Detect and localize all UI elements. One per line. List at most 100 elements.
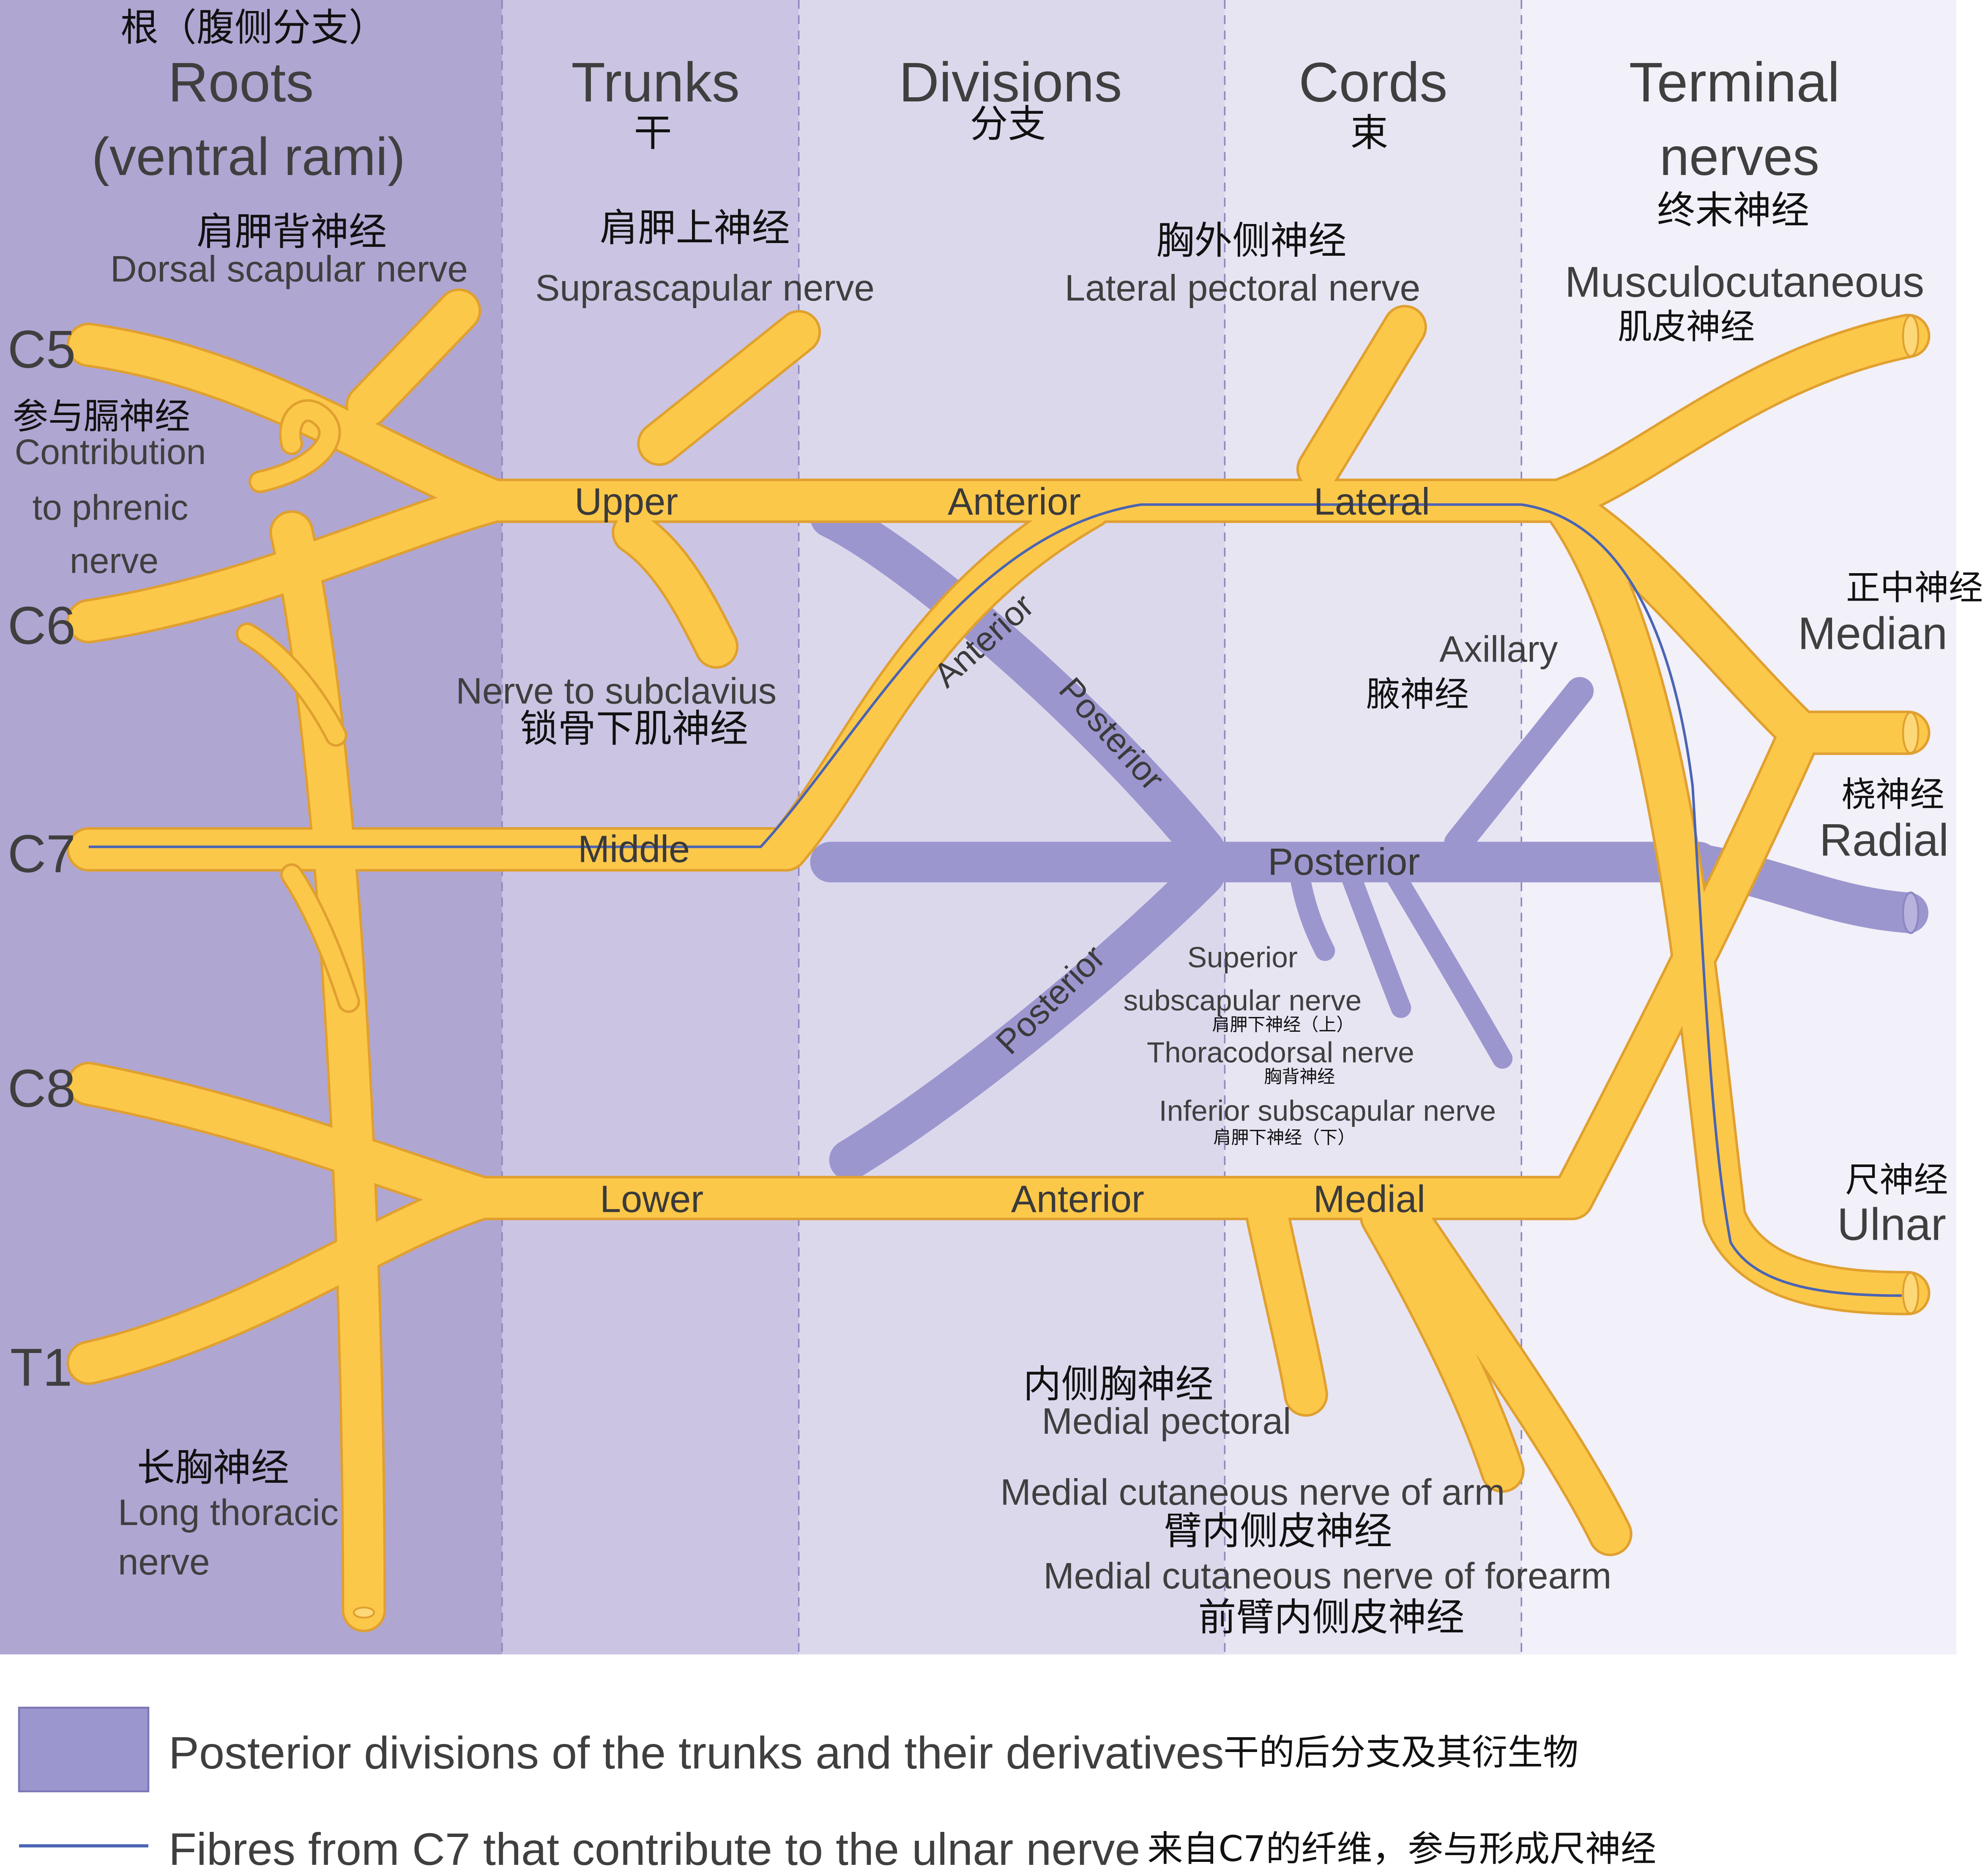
superior-subscap-zh: 肩胛下神经（上） [1212,1014,1354,1035]
nerve-end-cap [1902,711,1920,754]
axillary-zh: 腋神经 [1366,675,1469,715]
root-labels: C5 C6 C7 C8 T1 [8,320,76,1397]
suprascapular-en: Suprascapular nerve [535,268,875,309]
superior-subscap-en-2: subscapular nerve [1124,984,1362,1017]
root-c5: C5 [8,320,76,379]
lateral-pectoral-zh: 胸外侧神经 [1156,219,1346,263]
medial-pectoral-zh: 内侧胸神经 [1023,1362,1214,1406]
suprascapular-zh: 肩胛上神经 [600,206,790,250]
med-cut-forearm-en: Medial cutaneous nerve of forearm [1043,1555,1611,1596]
inferior-subscap-en: Inferior subscapular nerve [1159,1094,1496,1127]
ulnar-en: Ulnar [1837,1198,1946,1249]
cords-header-zh: 束 [1350,111,1388,155]
legend-posterior-en: Posterior divisions of the trunks and th… [169,1727,1224,1778]
cords-header: Cords [1299,51,1447,113]
medial-cutaneous-forearm [1387,1197,1630,1554]
trunks-header: Trunks [571,51,739,113]
c8-root [69,1064,502,1218]
lower-posterior-division [829,854,1225,1181]
nerve-ends [353,314,1920,1619]
root-c7: C7 [8,824,76,884]
branch-labels: 肩胛背神经 Dorsal scapular nerve 肩胛上神经 Supras… [13,206,1611,1640]
divisions-band [798,0,1225,1655]
medial-pectoral-en: Medial pectoral [1042,1401,1291,1442]
musculocutaneous-zh: 肌皮神经 [1618,307,1755,347]
c6-long-thoracic-twig [238,625,345,744]
radial-en: Radial [1819,815,1949,866]
terminal-header: Terminal [1629,51,1840,113]
c7-long-thoracic-twig [282,866,358,1011]
inferior-subscap-zh: 肩胛下神经（下） [1213,1127,1355,1148]
phrenic-en-1: Contribution [15,432,206,472]
lateral-pectoral-en: Lateral pectoral nerve [1065,268,1420,309]
t1-root [69,1178,502,1383]
legend-fibre-en: Fibres from C7 that contribute to the ul… [169,1823,1140,1875]
cord-medial-label: Medial [1313,1178,1425,1220]
legend-posterior-swatch [18,1706,150,1793]
superior-subscapular-nerve [1289,864,1335,961]
inferior-subscapular-nerve [1384,864,1513,1069]
thoracodorsal-nerve [1340,864,1411,1018]
axillary-en: Axillary [1439,629,1558,670]
long-thoracic-nerve [272,513,384,1630]
thoracodorsal-en: Thoracodorsal nerve [1147,1036,1414,1069]
musculocutaneous-en: Musculocutaneous [1565,258,1924,306]
long-thoracic-en-2: nerve [118,1542,210,1583]
divisions-header-zh: 分支 [970,102,1046,146]
trunk-middle-label: Middle [578,828,690,871]
c7-fibre-line [88,503,1902,1297]
trunks-header-zh: 干 [634,111,672,155]
cord-posterior-label: Posterior [1268,841,1420,883]
ulnar-zh: 尺神经 [1846,1160,1948,1200]
roots-header-sub: (ventral rami) [92,127,405,186]
median-zh: 正中神经 [1846,569,1983,608]
dorsal-scapular-nerve [348,291,479,426]
terminal-header-zh: 终末神经 [1657,188,1809,232]
posterior-nerves [810,497,1929,1181]
thoracodorsal-zh: 胸背神经 [1264,1066,1335,1087]
median-en: Median [1798,608,1947,659]
roots-header-zh: 根（腹侧分支） [120,5,387,50]
dorsal-scapular-zh: 肩胛背神经 [197,210,387,254]
med-cut-arm-en: Medial cutaneous nerve of arm [1000,1472,1505,1513]
divisions-header: Divisions [899,51,1122,113]
subclavius-zh: 锁骨下肌神经 [520,707,748,751]
medial-cutaneous-arm [1362,1197,1522,1490]
column-headers: 根（腹侧分支） Roots (ventral rami) Trunks 干 Di… [92,5,1840,232]
radial-zh: 桡神经 [1842,775,1944,815]
long-thoracic-zh: 长胸神经 [137,1446,289,1490]
roots-header: Roots [168,51,314,113]
nerve-end-cap [353,1606,375,1619]
division-lower-anterior: Anterior [1011,1178,1144,1220]
legend-fibre-zh: 来自C7的纤维，参与形成尺神经 [1147,1828,1656,1870]
cord-lateral-label: Lateral [1314,481,1430,523]
phrenic-en-3: nerve [70,541,159,581]
upper-posterior-division [810,497,1225,870]
terminal-labels: Musculocutaneous 肌皮神经 正中神经 Median 桡神经 Ra… [1565,258,1983,1249]
dorsal-scapular-en: Dorsal scapular nerve [110,249,468,290]
root-t1: T1 [10,1337,72,1397]
phrenic-contribution [251,402,339,491]
suprascapular-nerve [640,312,819,464]
nerve-to-subclavius [614,513,736,667]
axillary-nerve [1444,677,1594,857]
trunk-lower-label: Lower [600,1178,703,1220]
ulnar-nerve [1546,487,1928,1313]
nerve-end-cap [1902,1272,1920,1315]
terminal-header-sub: nerves [1660,127,1819,186]
nerve-end-cap [1902,314,1920,358]
root-c6: C6 [8,596,76,656]
trunk-upper-label: Upper [574,481,678,523]
superior-subscap-en-1: Superior [1187,941,1298,973]
subclavius-en: Nerve to subclavius [456,671,777,712]
root-c8: C8 [8,1058,76,1118]
division-upper-anterior: Anterior [948,481,1081,523]
nerve-end-cap [1902,891,1920,934]
med-cut-arm-zh: 臂内侧皮神经 [1164,1509,1392,1553]
musculocutaneous-nerve [1540,316,1928,521]
legend: Posterior divisions of the trunks and th… [18,1706,1656,1875]
phrenic-zh: 参与膈神经 [13,396,190,437]
phrenic-en-2: to phrenic [33,488,189,528]
lateral-pectoral-nerve [1299,307,1425,489]
